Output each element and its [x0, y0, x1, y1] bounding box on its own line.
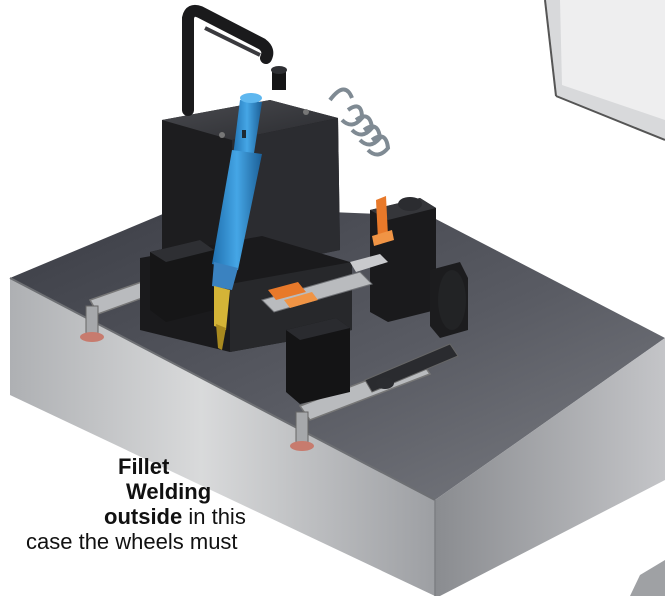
caption-line-2: Welding — [126, 479, 212, 504]
coiled-cable-icon — [328, 87, 391, 157]
caption-line-3-rest: in this — [182, 504, 246, 529]
wheel-arms — [80, 271, 459, 451]
carry-handle-icon — [182, 4, 274, 116]
caption-text: Fillet Welding outside in this case the … — [0, 454, 300, 554]
caption-line-3-bold: outside — [104, 504, 183, 529]
background-box — [544, 0, 665, 141]
caption-line-1: Fillet — [118, 454, 170, 479]
clamps — [268, 196, 394, 308]
caption-line-4: case the wheels must — [26, 529, 238, 554]
welding-torch-icon — [212, 93, 262, 350]
